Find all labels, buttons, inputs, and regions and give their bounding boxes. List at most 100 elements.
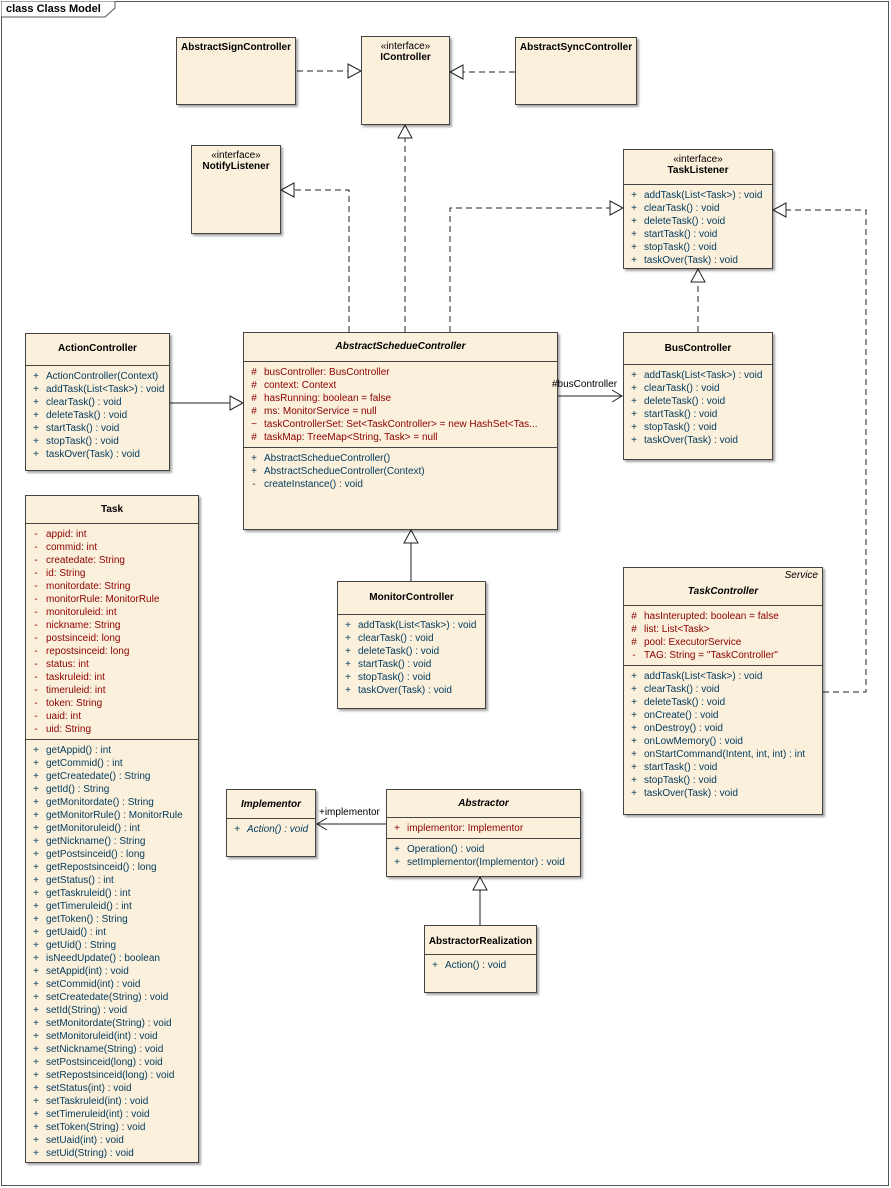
- operation-row: +stopTask() : void: [26, 435, 169, 448]
- operation-row: +clearTask() : void: [624, 202, 772, 215]
- visibility-marker: +: [33, 901, 39, 912]
- operation-text: setCommid(int) : void: [46, 979, 141, 990]
- class-implementor[interactable]: Implementor +Action() : void: [226, 789, 316, 857]
- visibility-marker: +: [33, 1018, 39, 1029]
- operation-text: taskOver(Task) : void: [644, 255, 738, 266]
- operation-text: getId() : String: [46, 784, 110, 795]
- class-notify-listener[interactable]: «interface» NotifyListener: [191, 145, 281, 234]
- visibility-marker: -: [632, 650, 636, 661]
- operations-compartment: +Action() : void: [425, 954, 536, 975]
- class-name: NotifyListener: [202, 161, 270, 172]
- association-role-implementor: +implementor: [319, 807, 380, 818]
- operation-text: setUaid(int) : void: [46, 1135, 124, 1146]
- attribute-text: monitordate: String: [46, 581, 131, 592]
- attributes-compartment: #busController: BusController#context: C…: [244, 361, 557, 447]
- operations-compartment: +addTask(List<Task>) : void+clearTask() …: [338, 614, 485, 700]
- attribute-row: -uaid: int: [26, 710, 198, 723]
- visibility-marker: +: [33, 836, 39, 847]
- visibility-marker: +: [631, 396, 637, 407]
- class-action-controller[interactable]: ActionController +ActionController(Conte…: [25, 333, 170, 471]
- visibility-marker: #: [251, 432, 257, 443]
- class-task-listener[interactable]: «interface» TaskListener +addTask(List<T…: [623, 149, 773, 269]
- operation-text: deleteTask() : void: [644, 216, 726, 227]
- operation-text: clearTask() : void: [644, 203, 720, 214]
- class-name: AbstractSignController: [180, 42, 291, 53]
- class-monitor-controller[interactable]: MonitorController +addTask(List<Task>) :…: [337, 581, 486, 709]
- class-abstractor-realization[interactable]: AbstractorRealization +Action() : void: [424, 925, 537, 993]
- visibility-marker: +: [33, 849, 39, 860]
- operations-compartment: +ActionController(Context)+addTask(List<…: [26, 365, 169, 464]
- operation-row: +stopTask() : void: [624, 774, 822, 787]
- class-name: Implementor: [240, 799, 301, 810]
- operation-text: stopTask() : void: [358, 672, 431, 683]
- visibility-marker: +: [33, 423, 39, 434]
- operation-text: stopTask() : void: [644, 775, 717, 786]
- visibility-marker: +: [394, 844, 400, 855]
- attribute-text: pool: ExecutorService: [644, 637, 742, 648]
- attribute-text: hasRunning: boolean = false: [264, 393, 392, 404]
- class-abstract-sync-controller[interactable]: AbstractSyncController: [515, 37, 637, 105]
- visibility-marker: -: [34, 711, 38, 722]
- visibility-marker: +: [33, 436, 39, 447]
- attribute-row: -createdate: String: [26, 554, 198, 567]
- operation-row: +addTask(List<Task>) : void: [624, 189, 772, 202]
- class-abstractor[interactable]: Abstractor +implementor: Implementor +Op…: [386, 789, 581, 877]
- operation-row: +getCommid() : int: [26, 757, 198, 770]
- class-name: ActionController: [58, 343, 137, 354]
- operation-text: onCreate() : void: [644, 710, 719, 721]
- attribute-row: -token: String: [26, 697, 198, 710]
- attribute-text: monitorRule: MonitorRule: [46, 594, 160, 605]
- operation-row: +onDestroy() : void: [624, 722, 822, 735]
- visibility-marker: +: [33, 758, 39, 769]
- visibility-marker: ~: [251, 419, 257, 430]
- class-task[interactable]: Task -appid: int-commid: int-createdate:…: [25, 495, 199, 1163]
- operation-row: +setImplementor(Implementor) : void: [387, 856, 580, 869]
- class-name: AbstractSyncController: [519, 42, 633, 53]
- operations-compartment: +Action() : void: [227, 818, 315, 839]
- visibility-marker: +: [631, 422, 637, 433]
- operation-row: +getId() : String: [26, 783, 198, 796]
- operation-row: +getTimeruleid() : int: [26, 900, 198, 913]
- visibility-marker: +: [432, 960, 438, 971]
- visibility-marker: +: [345, 672, 351, 683]
- operation-row: +startTask() : void: [26, 422, 169, 435]
- class-abstract-schedue-controller[interactable]: AbstractSchedueController #busController…: [243, 332, 558, 530]
- class-abstract-sign-controller[interactable]: AbstractSignController: [176, 37, 296, 105]
- class-bus-controller[interactable]: BusController +addTask(List<Task>) : voi…: [623, 332, 773, 460]
- class-task-controller[interactable]: Service TaskController #hasInterupted: b…: [623, 567, 823, 815]
- operation-row: +onLowMemory() : void: [624, 735, 822, 748]
- operation-row: +startTask() : void: [624, 761, 822, 774]
- visibility-marker: +: [33, 1044, 39, 1055]
- visibility-marker: +: [345, 620, 351, 631]
- operation-text: setCreatedate(String) : void: [46, 992, 169, 1003]
- operation-text: setTimeruleid(int) : void: [46, 1109, 150, 1120]
- attribute-text: ms: MonitorService = null: [264, 406, 377, 417]
- operation-text: getRepostsinceid() : long: [46, 862, 157, 873]
- operation-text: setId(String) : void: [46, 1005, 128, 1016]
- visibility-marker: +: [234, 824, 240, 835]
- operation-text: setRepostsinceid(long) : void: [46, 1070, 175, 1081]
- operation-row: +ActionController(Context): [26, 370, 169, 383]
- operation-row: +getMonitordate() : String: [26, 796, 198, 809]
- visibility-marker: +: [33, 371, 39, 382]
- operation-text: deleteTask() : void: [46, 410, 128, 421]
- operation-row: + stopTask() : void: [338, 671, 485, 684]
- operation-text: onDestroy() : void: [644, 723, 723, 734]
- class-icontroller[interactable]: «interface» IController: [361, 36, 450, 125]
- operation-text: setMonitordate(String) : void: [46, 1018, 172, 1029]
- visibility-marker: +: [33, 1096, 39, 1107]
- visibility-marker: +: [631, 229, 637, 240]
- operation-row: +setAppid(int) : void: [26, 965, 198, 978]
- attribute-row: -repostsinceid: long: [26, 645, 198, 658]
- operation-text: getMonitordate() : String: [46, 797, 154, 808]
- visibility-marker: -: [34, 607, 38, 618]
- visibility-marker: +: [345, 659, 351, 670]
- visibility-marker: +: [33, 940, 39, 951]
- operation-text: taskOver(Task) : void: [46, 449, 140, 460]
- visibility-marker: +: [631, 762, 637, 773]
- visibility-marker: +: [33, 771, 39, 782]
- operation-row: +clearTask() : void: [26, 396, 169, 409]
- operation-row: +onStartCommand(Intent, int, int) : int: [624, 748, 822, 761]
